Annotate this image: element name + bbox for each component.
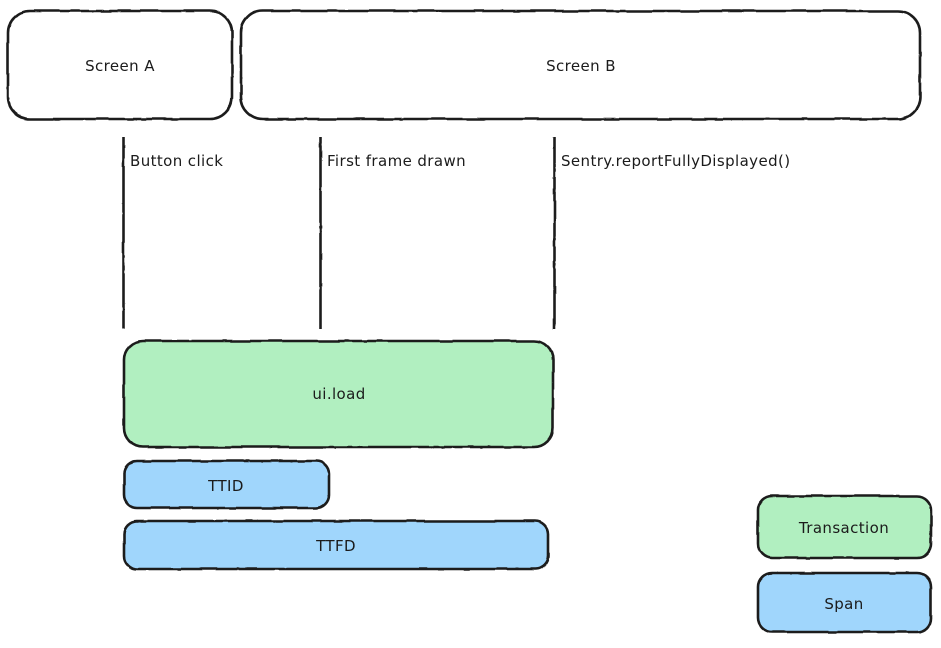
bar-ttfd bbox=[122, 519, 550, 571]
legend-swatch-transaction bbox=[756, 494, 933, 560]
bar-ttid bbox=[122, 459, 331, 510]
screen-b-box bbox=[239, 9, 922, 121]
screen-a-box bbox=[6, 9, 234, 121]
legend-swatch-span bbox=[756, 571, 933, 634]
bar-ui-load bbox=[122, 339, 555, 449]
